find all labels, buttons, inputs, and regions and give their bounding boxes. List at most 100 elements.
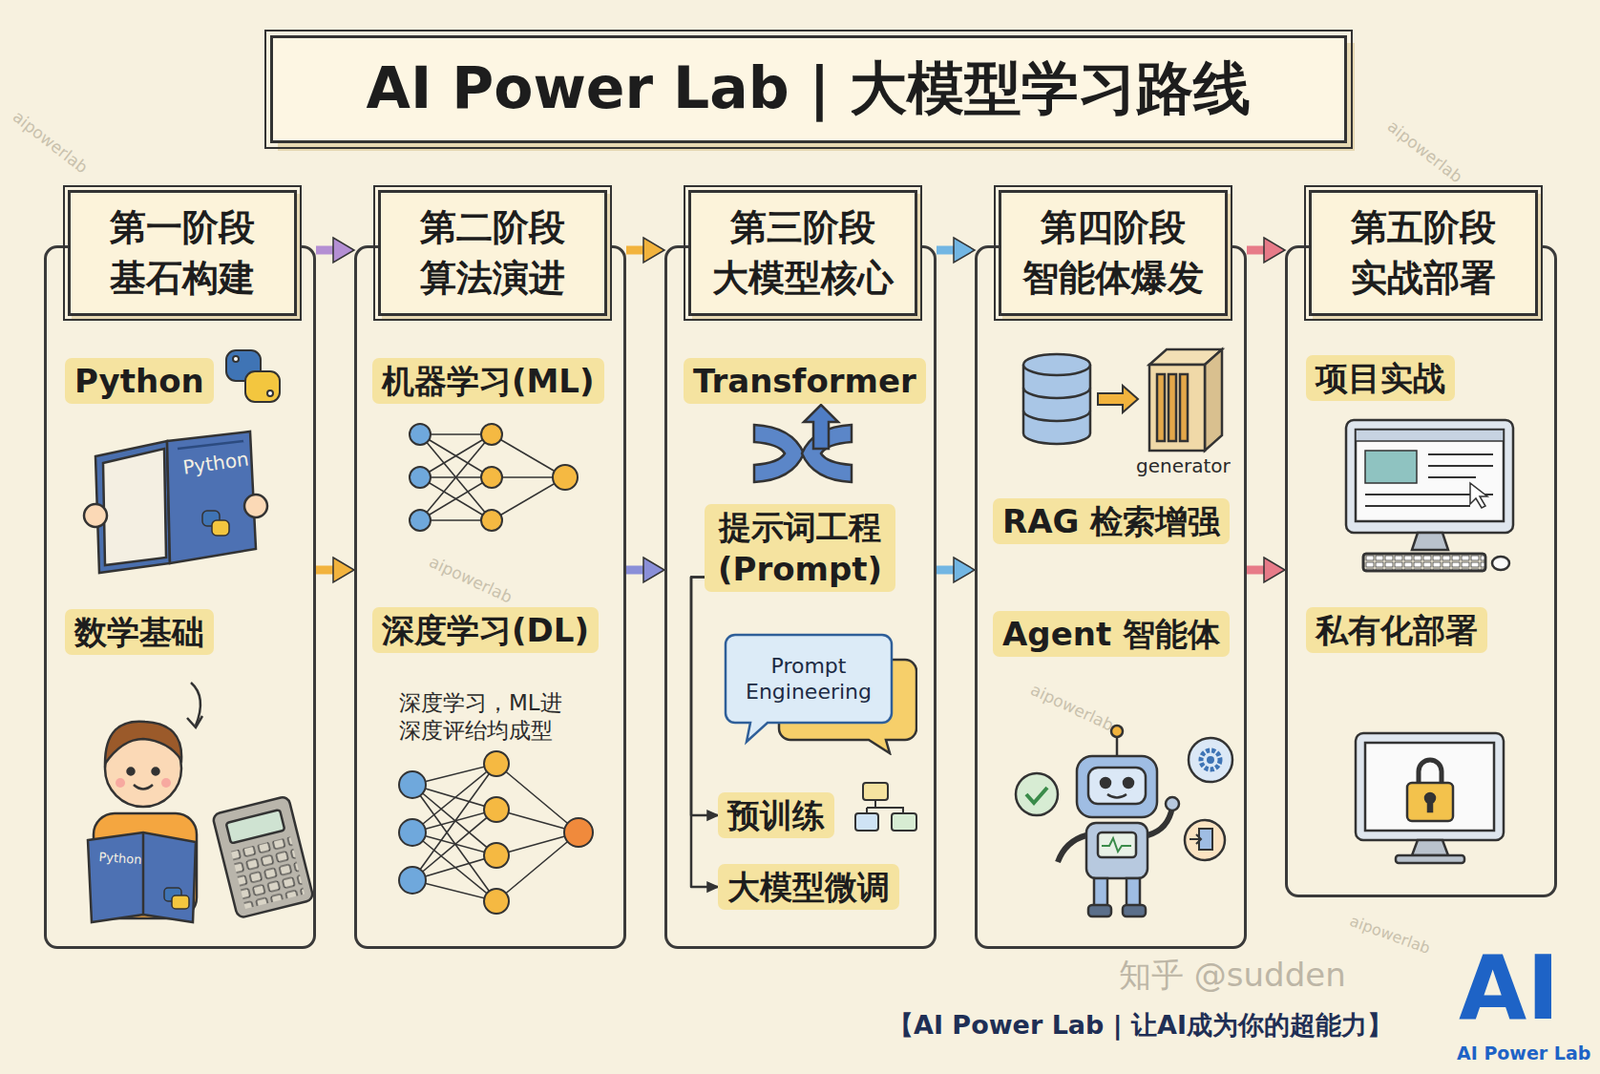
student-figure	[105, 721, 182, 764]
topic-highlight: 机器学习(ML)	[372, 357, 605, 404]
exit-bubble	[1189, 834, 1201, 844]
computer-monitor	[1365, 450, 1417, 484]
icon-label: generator	[1136, 454, 1231, 479]
speech-bubble: Prompt Engineering	[723, 632, 918, 756]
server-icon	[1168, 374, 1177, 442]
branch-arrow	[691, 576, 718, 887]
secure-monitor	[1365, 742, 1495, 831]
gear-bubble	[1188, 737, 1233, 782]
topic-text: 机器学习(ML)	[381, 359, 595, 402]
exit-bubble	[1184, 820, 1225, 861]
topic-highlight: 私有化部署	[1305, 607, 1488, 653]
topic-text: RAG 检索增强	[1002, 500, 1221, 543]
topic-highlight: 提示词工程 (Prompt)	[704, 504, 896, 592]
neural-network-ml	[481, 509, 503, 531]
topic-highlight: Python	[64, 357, 214, 404]
secure-monitor	[1395, 855, 1465, 864]
transformer-icon	[754, 404, 852, 483]
topic-text: 私有化部署	[1315, 609, 1478, 652]
topic-highlight: 项目实战	[1305, 355, 1455, 401]
python-book	[177, 441, 244, 449]
stage-header: 第一阶段基石构建	[67, 189, 297, 316]
computer-monitor	[1492, 556, 1510, 570]
robot-figure	[1088, 767, 1146, 804]
robot-figure	[1088, 905, 1112, 917]
exit-bubble	[1184, 820, 1225, 861]
stage-arrow	[315, 566, 337, 575]
python-book	[244, 494, 268, 518]
robot-figure	[1147, 806, 1173, 836]
robot-figure	[1076, 756, 1158, 818]
neural-network-dl	[412, 809, 497, 881]
python-logo	[267, 390, 274, 397]
stage-header: 第二阶段算法演进	[378, 189, 608, 316]
calculator	[211, 796, 315, 920]
stage-title: 智能体爆发	[1007, 252, 1220, 304]
computer-monitor	[1411, 532, 1449, 550]
topic-highlight: Agent 智能体	[992, 610, 1230, 657]
stage-panel: 第三阶段大模型核心Transformer提示词工程 (Prompt)Prompt…	[664, 245, 937, 949]
check-bubble	[1015, 773, 1058, 816]
stage-header: 第四阶段智能体爆发	[998, 189, 1228, 316]
python-book	[211, 520, 230, 536]
robot-figure	[1115, 735, 1119, 757]
topic-highlight: 大模型微调	[717, 863, 900, 910]
topic-highlight: RAG 检索增强	[992, 498, 1230, 545]
secure-monitor	[1411, 840, 1449, 856]
robot-figure	[1107, 794, 1127, 799]
stage-title: 算法演进	[386, 252, 599, 304]
stage-arrow	[936, 566, 958, 575]
neural-network-ml	[420, 434, 492, 478]
python-book	[95, 441, 170, 573]
topic-highlight: Transformer	[683, 357, 927, 404]
neural-network-dl	[564, 818, 593, 847]
transformer-icon	[803, 404, 839, 449]
secure-monitor	[1355, 733, 1504, 864]
stage-panel: 第五阶段实战部署项目实战私有化部署	[1284, 245, 1558, 898]
watermark: 知乎 @sudden	[1118, 954, 1347, 996]
watermark: aipowerlab	[1383, 116, 1467, 188]
gear-bubble	[1206, 756, 1215, 764]
computer-monitor	[1363, 553, 1486, 571]
student-figure	[87, 682, 203, 923]
student-figure	[152, 768, 160, 776]
neural-network-ml	[409, 423, 578, 531]
note-text: 深度学习，ML进 深度评绐均成型	[399, 689, 605, 745]
neural-network-ml	[409, 466, 431, 488]
robot-figure	[1057, 725, 1179, 917]
transformer-icon	[754, 424, 804, 483]
watermark: aipowerlab	[8, 106, 92, 178]
logo-text: AI Power Lab	[1456, 1042, 1591, 1066]
neural-network-ml	[409, 509, 431, 531]
topic-text: Agent 智能体	[1002, 612, 1221, 655]
neural-network-ml	[420, 477, 492, 521]
topic-text: 预训练	[727, 794, 825, 837]
secure-monitor	[1355, 733, 1504, 841]
neural-network-dl	[484, 888, 509, 914]
book-cover-text: Python	[181, 446, 251, 480]
stage-title: 第二阶段	[386, 202, 599, 253]
flow-arrow	[1097, 385, 1138, 413]
server-icon	[1149, 349, 1222, 451]
calculator	[226, 809, 286, 843]
stage-header: 第三阶段大模型核心	[688, 189, 918, 316]
robot-figure	[1101, 838, 1132, 852]
caption-text: 【AI Power Lab | 让AI成为你的超能力】	[887, 1008, 1393, 1043]
topic-highlight: 预训练	[717, 792, 835, 839]
student-figure	[142, 832, 146, 915]
book-cover-text: Python	[98, 849, 143, 868]
stage-title: 基石构建	[76, 252, 289, 304]
topic-text: 深度学习(DL)	[381, 609, 590, 652]
robot-figure	[1111, 725, 1123, 737]
database-icon	[1023, 354, 1091, 376]
neural-network-dl	[484, 797, 509, 822]
secure-monitor	[1418, 759, 1442, 783]
pretrain-icon	[863, 782, 888, 800]
neural-network-ml	[420, 477, 492, 521]
topic-text: 大模型微调	[727, 865, 890, 908]
topic-text: Python	[74, 359, 205, 402]
topic-highlight: 数学基础	[64, 609, 214, 655]
computer-monitor	[1363, 553, 1486, 571]
stage-arrow	[626, 246, 648, 255]
